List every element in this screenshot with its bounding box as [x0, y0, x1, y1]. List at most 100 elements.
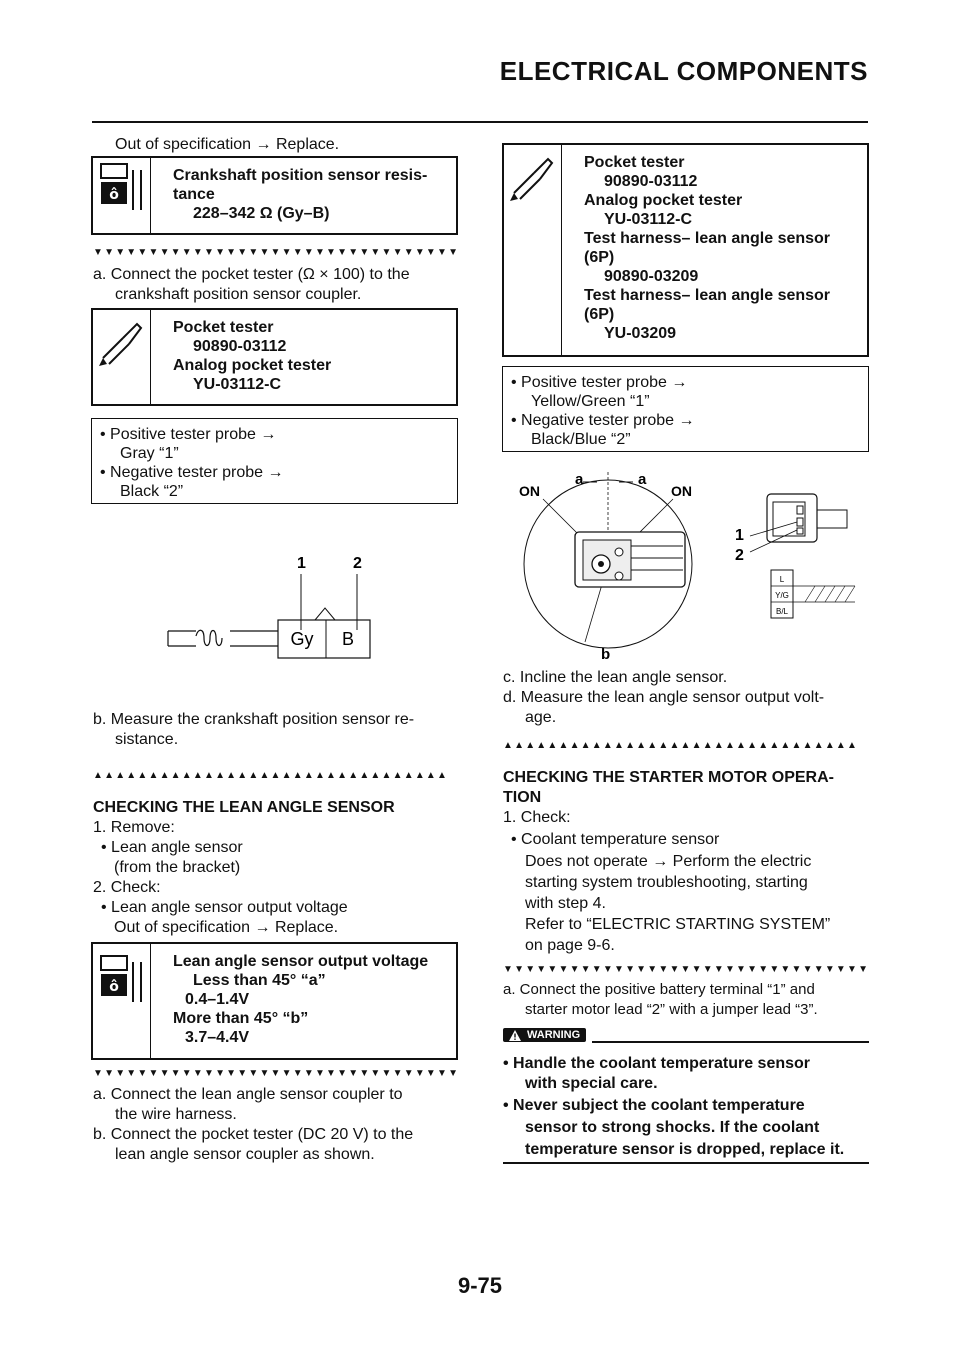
warning-line3: • Never subject the coolant temperature [503, 1097, 805, 1114]
section2-line5: • Lean angle sensor output voltage [101, 899, 348, 916]
step-b-line2: sistance. [115, 731, 179, 748]
spec1-line2: tance [173, 186, 215, 203]
section3-line1: 1. Check: [503, 809, 571, 826]
section3-line7: on page 9-6. [525, 937, 615, 954]
svg-text:ô: ô [109, 187, 119, 203]
section-heading-starter-2: TION [503, 789, 542, 806]
steps2-line3: b. Connect the pocket tester (DC 20 V) t… [93, 1126, 414, 1143]
arrow-marker-down-3: ▼▼▼▼▼▼▼▼▼▼▼▼▼▼▼▼▼▼▼▼▼▼▼▼▼▼▼▼▼▼▼▼▼ [503, 964, 868, 975]
arrow-marker-down-2: ▼▼▼▼▼▼▼▼▼▼▼▼▼▼▼▼▼▼▼▼▼▼▼▼▼▼▼▼▼▼▼▼▼ [93, 1068, 458, 1079]
warning-bottom-rule [503, 1162, 869, 1164]
diagram2-wire-bl: B/L [776, 607, 789, 616]
diagram1-num1: 1 [297, 555, 306, 572]
spec1-value: 228–342 Ω (Gy–B) [193, 205, 330, 222]
diagram2-wire-yg: Y/G [775, 591, 789, 600]
step3a-line2: starter motor lead “2” with a jumper lea… [525, 1001, 818, 1018]
step-c: c. Incline the lean angle sensor. [503, 669, 728, 686]
diagram2-on-right: ON [671, 483, 692, 499]
tool2-line4: YU-03112-C [604, 211, 693, 228]
probe2-line4: Black/Blue “2” [531, 431, 631, 448]
steps2-line4: lean angle sensor coupler as shown. [115, 1146, 375, 1163]
probe1-line4: Black “2” [120, 483, 184, 500]
page-number: 9-75 [457, 1273, 503, 1298]
spec2-line5: 3.7–4.4V [185, 1029, 250, 1046]
arrow-marker-up-2: ▲▲▲▲▲▲▲▲▲▲▲▲▲▲▲▲▲▲▲▲▲▲▲▲▲▲▲▲▲▲▲▲ [503, 740, 859, 751]
warning-header: WARNING [503, 1027, 869, 1043]
spec2-line3: 0.4–1.4V [185, 991, 250, 1008]
warning-triangle-icon [509, 1030, 521, 1041]
tool2-line5: Test harness– lean angle sensor [584, 230, 831, 247]
probe-box-1: • Positive tester probe → Gray “1” • Neg… [91, 418, 458, 504]
tool1-line2: 90890-03112 [193, 338, 287, 355]
multimeter-spec-icon: ô [93, 944, 152, 1058]
crankshaft-sensor-diagram: 1 2 Gy B [167, 555, 371, 659]
tool2-line7: 90890-03209 [604, 268, 699, 285]
diagram1-pin-gy: Gy [290, 629, 313, 649]
tool1-line1: Pocket tester [173, 319, 274, 336]
spec-box-lean-voltage: ô Lean angle sensor output voltage Less … [91, 942, 458, 1060]
diagram2-angle-a1: a [575, 471, 584, 488]
warning-line1: • Handle the coolant temperature sensor [503, 1055, 811, 1072]
section3-line4: starting system troubleshooting, startin… [525, 874, 808, 891]
step-d-line1: d. Measure the lean angle sensor output … [503, 689, 825, 706]
section3-line5: with step 4. [525, 895, 606, 912]
page-header-title: ELECTRICAL COMPONENTS [499, 56, 868, 86]
section2-line1: 1. Remove: [93, 819, 175, 836]
diagram2-wire-l: L [780, 575, 785, 584]
arrow-marker-down-1: ▼▼▼▼▼▼▼▼▼▼▼▼▼▼▼▼▼▼▼▼▼▼▼▼▼▼▼▼▼▼▼▼▼ [93, 247, 458, 258]
diagram2-on-left: ON [519, 483, 540, 499]
section-heading-lean-angle: CHECKING THE LEAN ANGLE SENSOR [93, 799, 395, 816]
probe2-line3: • Negative tester probe → [511, 412, 695, 429]
probe1-line1: • Positive tester probe → [100, 426, 277, 443]
diagram2-angle-b: b [601, 646, 610, 663]
section2-line2: • Lean angle sensor [101, 839, 243, 856]
warning-rule [592, 1041, 869, 1043]
tool2-line1: Pocket tester [584, 154, 685, 171]
header-rule [92, 121, 868, 123]
section3-line2: • Coolant temperature sensor [511, 831, 720, 848]
tool2-line8: Test harness– lean angle sensor [584, 287, 831, 304]
probe1-line2: Gray “1” [120, 445, 179, 462]
section3-line6: Refer to “ELECTRIC STARTING SYSTEM” [525, 916, 831, 933]
arrow-marker-up-1: ▲▲▲▲▲▲▲▲▲▲▲▲▲▲▲▲▲▲▲▲▲▲▲▲▲▲▲▲▲▲▲▲ [93, 770, 449, 781]
tool2-line10: YU-03209 [604, 325, 677, 342]
lean-angle-sensor-diagram: ON ON a a b 1 2 L Y/G B/L [519, 471, 856, 663]
tool2-line3: Analog pocket tester [584, 192, 743, 209]
intro-text: Out of specification → Replace. [115, 136, 340, 153]
diagram2-angle-a2: a [638, 471, 647, 488]
diagram2-num1: 1 [735, 527, 744, 544]
step3a-line1: a. Connect the positive battery terminal… [503, 981, 815, 998]
step-a-line2: crankshaft position sensor coupler. [115, 286, 362, 303]
steps2-line2: the wire harness. [115, 1106, 237, 1123]
step-b-line1: b. Measure the crankshaft position senso… [93, 711, 415, 728]
probe2-line1: • Positive tester probe → [511, 374, 688, 391]
diagram1-pin-b: B [342, 629, 354, 649]
warning-line4: sensor to strong shocks. If the coolant [525, 1119, 820, 1136]
tool2-line2: 90890-03112 [604, 173, 698, 190]
spec2-line1: Lean angle sensor output voltage [173, 953, 429, 970]
tool2-line9: (6P) [584, 306, 615, 323]
tool1-line3: Analog pocket tester [173, 357, 332, 374]
tool-box-pocket-tester: Pocket tester 90890-03112 Analog pocket … [91, 308, 458, 406]
probe2-line2: Yellow/Green “1” [531, 393, 650, 410]
spec-box-resistance: ô Crankshaft position sensor resis- tanc… [91, 156, 458, 235]
section2-line6: Out of specification → Replace. [114, 919, 339, 936]
warning-line2: with special care. [525, 1075, 658, 1092]
warning-line5: temperature sensor is dropped, replace i… [525, 1141, 845, 1158]
step-d-line2: age. [525, 709, 557, 726]
probe1-line3: • Negative tester probe → [100, 464, 284, 481]
tool2-line6: (6P) [584, 249, 615, 266]
tool-box-test-harness: Pocket tester 90890-03112 Analog pocket … [502, 143, 869, 357]
spec1-line1: Crankshaft position sensor resis- [173, 167, 428, 184]
spec2-line4: More than 45° “b” [173, 1010, 309, 1027]
warning-label: WARNING [527, 1029, 581, 1041]
section2-line3: (from the bracket) [114, 859, 241, 876]
tester-tool-icon [93, 310, 152, 404]
tester-tool-icon [504, 145, 563, 355]
tool1-line4: YU-03112-C [193, 376, 282, 393]
warning-badge: WARNING [503, 1028, 587, 1042]
section3-line3: Does not operate → Perform the electric [525, 853, 812, 870]
diagram1-num2: 2 [353, 555, 362, 572]
spec2-line2: Less than 45° “a” [193, 972, 326, 989]
diagram2-num2: 2 [735, 547, 744, 564]
